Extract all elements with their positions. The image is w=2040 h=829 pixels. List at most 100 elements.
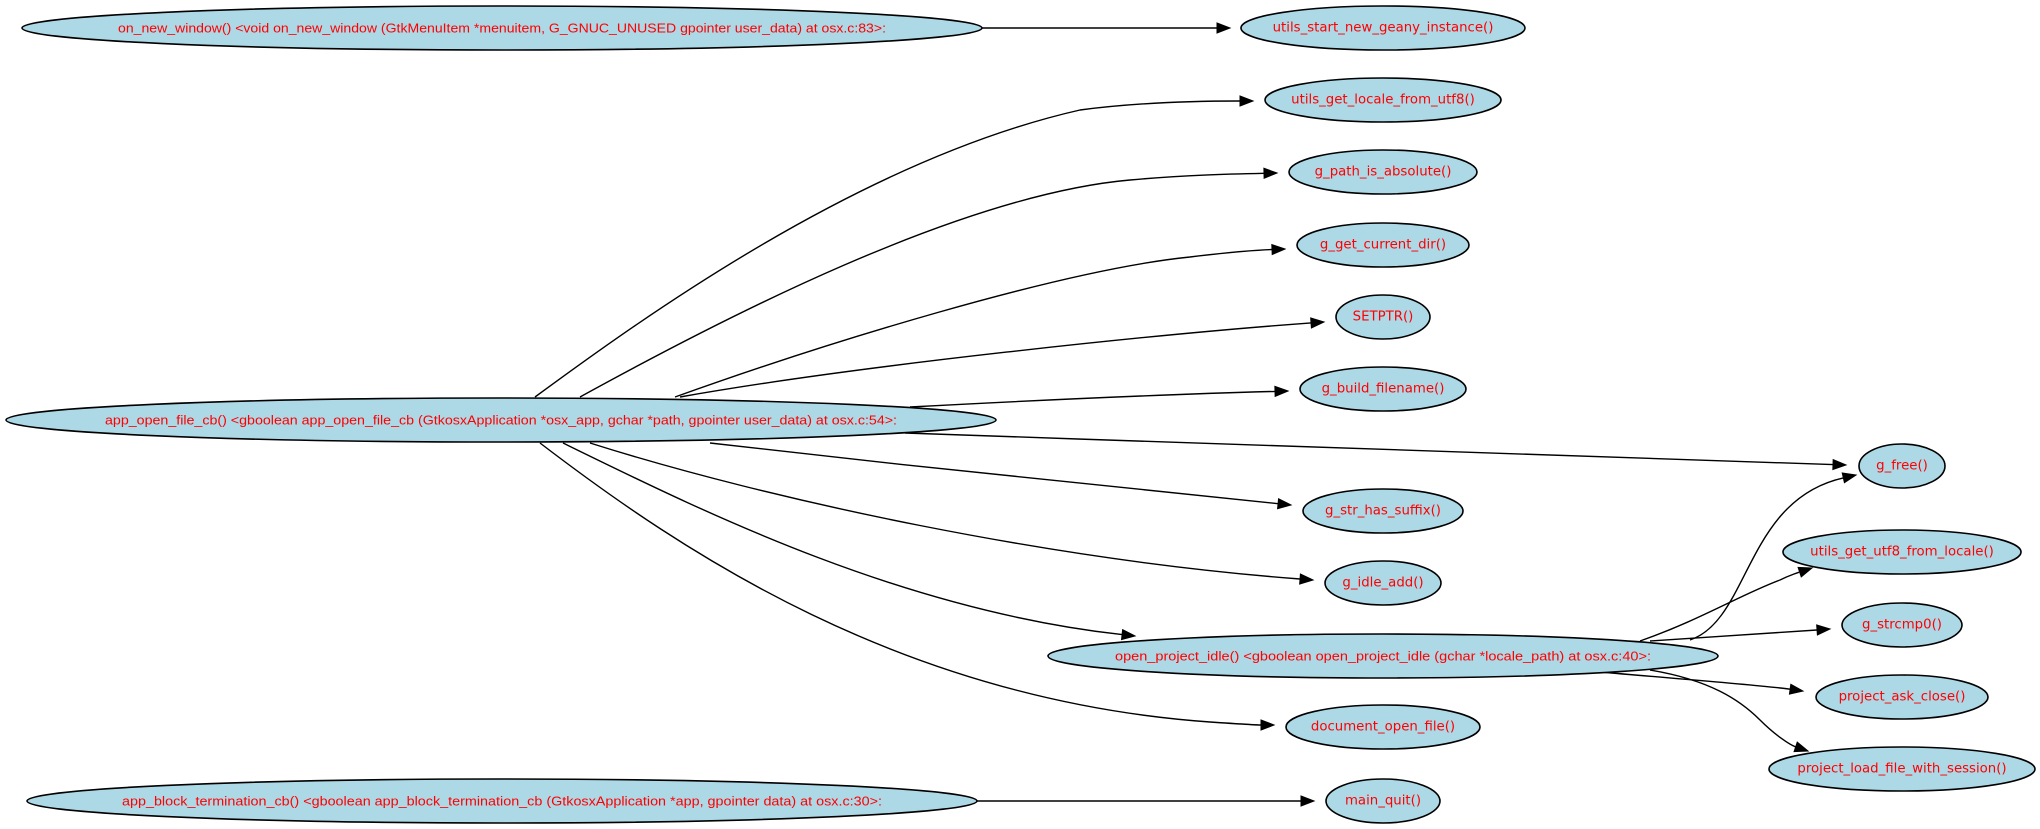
arrowhead-icon <box>1300 795 1316 807</box>
edge-app_open_file_cb-to-g_get_current_dir <box>674 243 1287 398</box>
arrowhead-icon <box>1239 95 1255 107</box>
arrowhead-icon <box>1793 741 1810 753</box>
node-ellipse[interactable] <box>1335 294 1431 340</box>
node-ellipse[interactable] <box>5 397 997 443</box>
edge-app_open_file_cb-to-utils_get_locale_from_utf8 <box>534 95 1255 398</box>
arrowhead-icon <box>1260 719 1276 731</box>
node-ellipse[interactable] <box>1324 560 1442 606</box>
node-app-open-file-cb[interactable]: app_open_file_cb() <gboolean app_open_fi… <box>5 397 997 443</box>
node-label: document_open_file() <box>1311 720 1455 735</box>
node-ellipse[interactable] <box>1768 746 2036 792</box>
node-label: project_ask_close() <box>1839 690 1966 705</box>
arrowhead-icon <box>1263 167 1279 180</box>
node-label: g_str_has_suffix() <box>1325 504 1441 519</box>
edge-open_project_idle-to-project_ask_close <box>1599 671 1805 695</box>
arrowhead-icon <box>1276 497 1293 510</box>
edge-line <box>1649 629 1818 642</box>
edge-app_open_file_cb-to-g_str_has_suffix <box>709 442 1293 510</box>
node-utils-get-locale-from-utf8[interactable]: utils_get_locale_from_utf8() <box>1264 77 1502 123</box>
node-g-path-is-absolute[interactable]: g_path_is_absolute() <box>1288 149 1478 195</box>
node-ellipse[interactable] <box>1302 488 1464 534</box>
node-ellipse[interactable] <box>1264 77 1502 123</box>
arrowhead-icon <box>1788 683 1805 695</box>
edge-line <box>1689 477 1844 641</box>
node-label: utils_get_locale_from_utf8() <box>1291 93 1475 108</box>
node-g-free[interactable]: g_free() <box>1858 443 1946 489</box>
node-ellipse[interactable] <box>1815 674 1989 720</box>
edge-line <box>1639 571 1801 642</box>
nodes-layer: on_new_window() <void on_new_window (Gtk… <box>5 5 2036 824</box>
edge-app_open_file_cb-to-open_project_idle <box>562 442 1137 641</box>
arrowhead-icon <box>1274 385 1290 398</box>
node-ellipse[interactable] <box>1858 443 1946 489</box>
node-document-open-file[interactable]: document_open_file() <box>1285 704 1481 750</box>
edge-app_open_file_cb-to-g_build_filename <box>909 385 1290 408</box>
edge-open_project_idle-to-utils_get_utf8_from_locale <box>1639 566 1814 642</box>
node-project-ask-close[interactable]: project_ask_close() <box>1815 674 1989 720</box>
node-label: open_project_idle() <gboolean open_proje… <box>1115 649 1651 664</box>
edge-open_project_idle-to-project_load_file_with_session <box>1649 669 1810 753</box>
edge-open_project_idle-to-g_free <box>1689 472 1858 641</box>
node-ellipse[interactable] <box>1325 778 1441 824</box>
node-label: SETPTR() <box>1353 310 1414 325</box>
node-g-strcmp0[interactable]: g_strcmp0() <box>1841 602 1963 648</box>
node-label: main_quit() <box>1345 794 1421 809</box>
edge-line <box>579 172 1265 398</box>
node-label: g_strcmp0() <box>1862 618 1942 633</box>
edge-app_open_file_cb-to-g_path_is_absolute <box>579 167 1279 398</box>
node-project-load-file-with-session[interactable]: project_load_file_with_session() <box>1768 746 2036 792</box>
edge-line <box>904 432 1834 466</box>
node-label: project_load_file_with_session() <box>1797 762 2006 777</box>
edge-line <box>562 442 1123 636</box>
edge-line <box>1599 671 1791 690</box>
arrowhead-icon <box>1832 458 1848 471</box>
edge-app_open_file_cb-to-SETPTR <box>679 317 1326 398</box>
edges-layer <box>534 22 1858 807</box>
edge-line <box>589 442 1301 580</box>
node-open-project-idle[interactable]: open_project_idle() <gboolean open_proje… <box>1047 633 1719 679</box>
node-label: g_get_current_dir() <box>1320 238 1446 253</box>
node-g-get-current-dir[interactable]: g_get_current_dir() <box>1296 222 1470 268</box>
node-ellipse[interactable] <box>21 5 983 51</box>
node-ellipse[interactable] <box>1299 366 1467 412</box>
node-label: app_block_termination_cb() <gboolean app… <box>122 794 882 809</box>
node-utils-get-utf8-from-locale[interactable]: utils_get_utf8_from_locale() <box>1782 529 2022 575</box>
edge-open_project_idle-to-g_strcmp0 <box>1649 624 1832 642</box>
node-label: utils_get_utf8_from_locale() <box>1810 545 1994 560</box>
edge-app_open_file_cb-to-g_idle_add <box>589 442 1315 585</box>
node-app-block-termination-cb[interactable]: app_block_termination_cb() <gboolean app… <box>26 778 978 824</box>
node-ellipse[interactable] <box>1285 704 1481 750</box>
node-utils-start-new-geany-instance[interactable]: utils_start_new_geany_instance() <box>1240 5 1526 51</box>
node-setptr[interactable]: SETPTR() <box>1335 294 1431 340</box>
node-ellipse[interactable] <box>1288 149 1478 195</box>
node-ellipse[interactable] <box>1782 529 2022 575</box>
node-g-build-filename[interactable]: g_build_filename() <box>1299 366 1467 412</box>
edge-line <box>534 100 1241 398</box>
node-ellipse[interactable] <box>1240 5 1526 51</box>
node-label: g_free() <box>1876 459 1928 474</box>
node-main-quit[interactable]: main_quit() <box>1325 778 1441 824</box>
edge-line <box>674 248 1273 398</box>
node-g-str-has-suffix[interactable]: g_str_has_suffix() <box>1302 488 1464 534</box>
arrowhead-icon <box>1216 22 1232 34</box>
edge-app_open_file_cb-to-g_free <box>904 432 1848 471</box>
node-label: app_open_file_cb() <gboolean app_open_fi… <box>105 413 897 428</box>
arrowhead-icon <box>1120 628 1137 641</box>
node-label: g_idle_add() <box>1342 576 1423 591</box>
arrowhead-icon <box>1310 317 1326 329</box>
node-g-idle-add[interactable]: g_idle_add() <box>1324 560 1442 606</box>
edge-line <box>1649 669 1796 748</box>
node-label: on_new_window() <void on_new_window (Gtk… <box>118 21 886 36</box>
arrowhead-icon <box>1816 624 1832 636</box>
arrowhead-icon <box>1271 243 1287 256</box>
node-ellipse[interactable] <box>26 778 978 824</box>
arrowhead-icon <box>1797 566 1814 578</box>
node-ellipse[interactable] <box>1047 633 1719 679</box>
node-ellipse[interactable] <box>1841 602 1963 648</box>
edge-on_new_window-to-utils_start_new_geany_instance <box>982 22 1232 34</box>
edge-line <box>909 390 1276 408</box>
edge-app_block_termination_cb-to-main_quit <box>977 795 1316 807</box>
node-on-new-window[interactable]: on_new_window() <void on_new_window (Gtk… <box>21 5 983 51</box>
arrowhead-icon <box>1841 472 1858 484</box>
node-ellipse[interactable] <box>1296 222 1470 268</box>
